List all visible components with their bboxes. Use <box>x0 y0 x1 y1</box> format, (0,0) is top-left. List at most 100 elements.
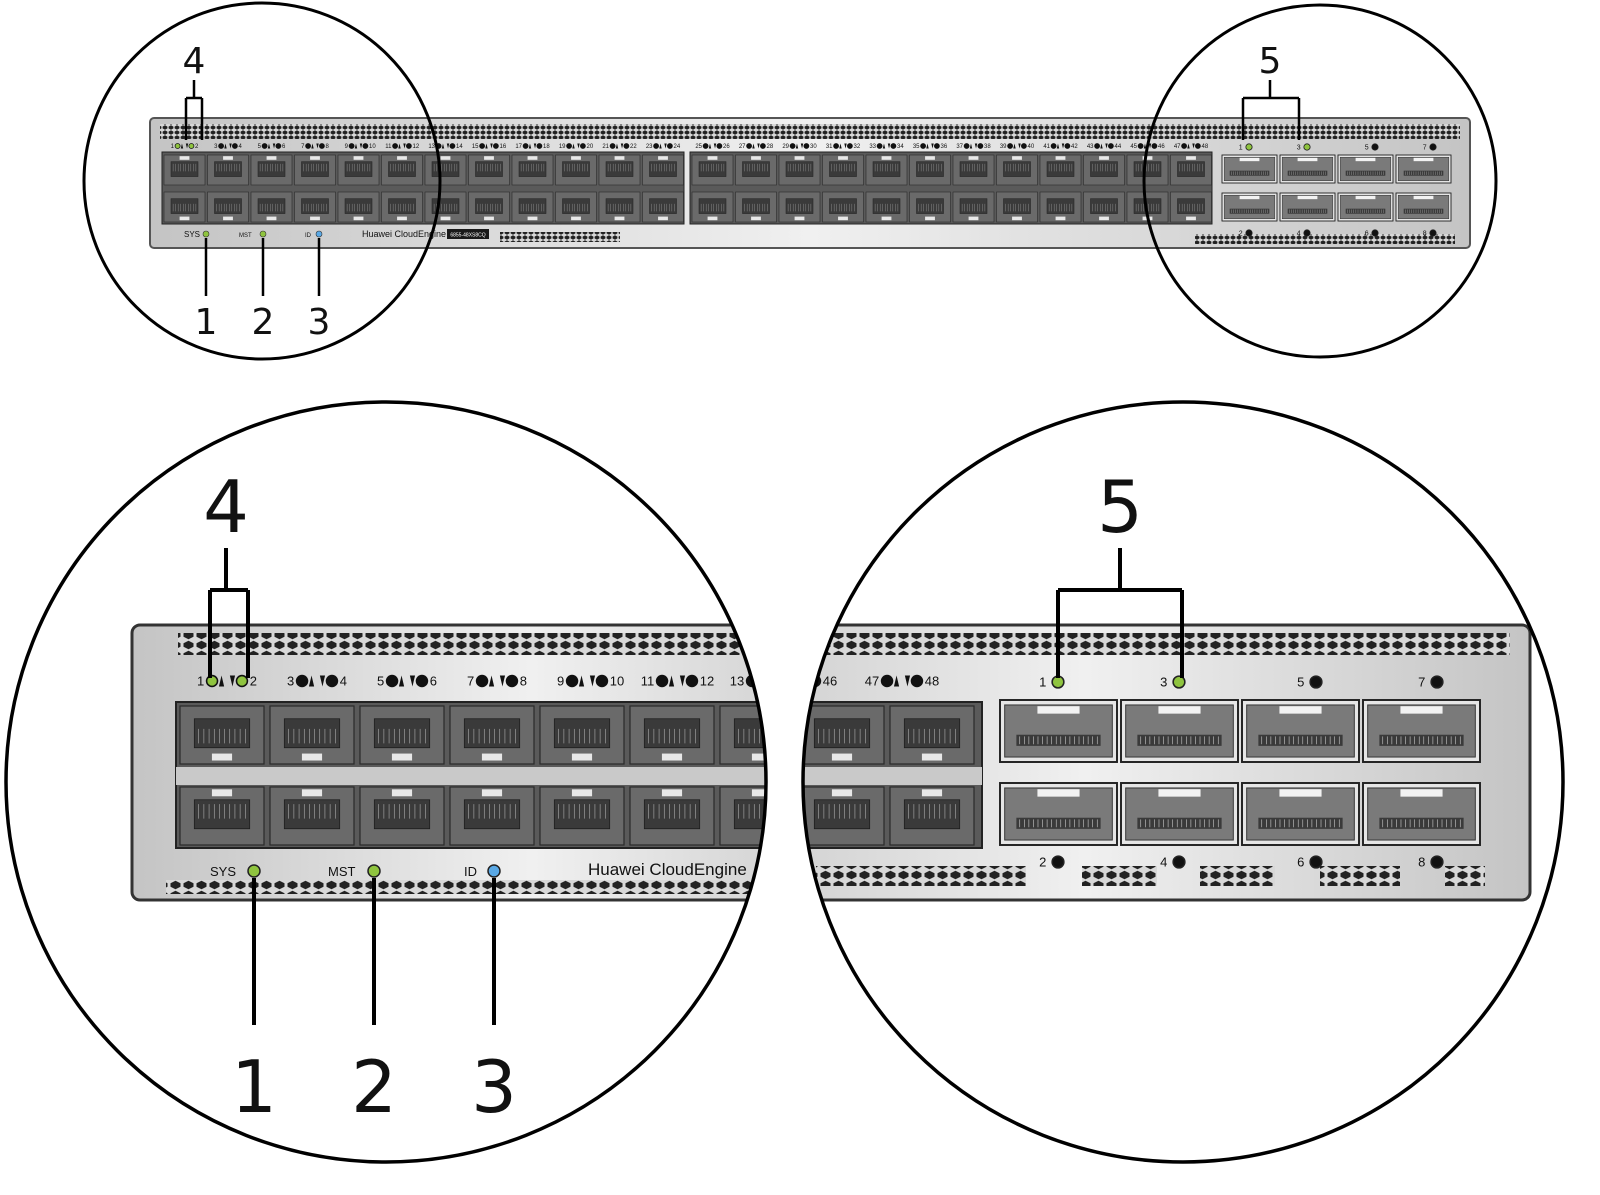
rj45-port <box>269 705 355 765</box>
svg-text:10: 10 <box>610 674 624 689</box>
svg-text:5: 5 <box>1097 465 1143 549</box>
rj45-port <box>424 154 467 186</box>
svg-text:28: 28 <box>767 144 774 150</box>
overview-sys-led <box>202 230 210 238</box>
svg-text:11: 11 <box>641 674 655 689</box>
svg-text:9: 9 <box>557 674 564 689</box>
rj45-port <box>691 191 734 223</box>
svg-text:6: 6 <box>282 144 286 150</box>
zoom-left-rj45-ports <box>179 705 766 846</box>
svg-text:45: 45 <box>1130 144 1137 150</box>
overview-mst-led <box>259 230 267 238</box>
qsfp-led: 8 <box>1423 229 1437 237</box>
rj45-port <box>555 154 597 186</box>
svg-text:17: 17 <box>515 144 522 150</box>
svg-text:36: 36 <box>941 144 948 150</box>
qsfp-led: 3 <box>1160 675 1186 690</box>
zoom-brand-label: Huawei CloudEngine <box>588 860 747 879</box>
zoom-mst-led <box>367 864 381 878</box>
qsfp-port <box>1362 782 1481 846</box>
rj45-port <box>865 191 908 223</box>
qsfp-led: 2 <box>1239 229 1253 237</box>
svg-text:6: 6 <box>1297 855 1304 870</box>
rj45-port <box>691 154 734 186</box>
svg-text:43: 43 <box>1087 144 1094 150</box>
port-led-pair: 9 10 <box>557 674 624 689</box>
rj45-port <box>1083 154 1125 186</box>
svg-text:18: 18 <box>543 144 550 150</box>
overview-callout-3: 3 <box>308 238 331 343</box>
zoom-callout-3: 3 <box>471 878 517 1129</box>
svg-text:15: 15 <box>472 144 479 150</box>
svg-text:33: 33 <box>869 144 876 150</box>
rj45-port <box>803 786 885 846</box>
svg-text:7: 7 <box>1418 675 1425 690</box>
rj45-port <box>359 705 445 765</box>
svg-text:25: 25 <box>695 144 702 150</box>
svg-text:4: 4 <box>183 41 206 82</box>
svg-text:40: 40 <box>1028 144 1035 150</box>
qsfp-port <box>999 782 1118 846</box>
svg-text:11: 11 <box>385 144 392 150</box>
svg-text:7: 7 <box>301 144 305 150</box>
rj45-port <box>996 154 1038 186</box>
svg-text:6: 6 <box>430 674 437 689</box>
rj45-port <box>250 191 293 223</box>
qsfp-led: 4 <box>1297 229 1311 237</box>
zoom-mst-label: MST <box>328 864 356 879</box>
overview-brand-label: Huawei CloudEngine <box>362 229 446 239</box>
svg-text:6: 6 <box>1365 230 1369 237</box>
rj45-port <box>1126 154 1169 186</box>
svg-text:4: 4 <box>203 465 249 549</box>
rj45-port <box>598 191 641 223</box>
rj45-port <box>778 191 821 223</box>
svg-text:29: 29 <box>782 144 789 150</box>
qsfp-led: 5 <box>1297 675 1323 690</box>
svg-text:13: 13 <box>428 144 435 150</box>
rj45-port <box>539 705 625 765</box>
rj45-port <box>909 154 951 186</box>
svg-text:48: 48 <box>1202 144 1209 150</box>
rj45-port <box>269 786 355 846</box>
rj45-port <box>179 786 265 846</box>
overview-sys-label: SYS <box>184 230 200 239</box>
svg-text:14: 14 <box>790 674 804 689</box>
svg-text:3: 3 <box>1160 675 1167 690</box>
rj45-port <box>642 191 684 223</box>
svg-text:3: 3 <box>308 302 331 343</box>
rj45-port <box>629 786 715 846</box>
rj45-port <box>719 786 766 846</box>
svg-text:34: 34 <box>897 144 904 150</box>
qsfp-port <box>1279 192 1336 222</box>
rj45-port <box>250 154 293 186</box>
port-led-pair: 33 34 <box>869 143 904 150</box>
svg-text:1: 1 <box>171 144 175 150</box>
overview-zoom-circle-right <box>1142 3 1498 359</box>
svg-text:1: 1 <box>197 674 204 689</box>
port-led-pair: 45 46 <box>1130 143 1165 150</box>
svg-text:8: 8 <box>520 674 527 689</box>
zoom-sys-led <box>247 864 261 878</box>
zoom-right-rj45-ports <box>803 705 975 846</box>
rj45-port <box>952 191 995 223</box>
zoom-circle-left <box>4 400 768 1164</box>
svg-text:1: 1 <box>231 1045 277 1129</box>
svg-text:46: 46 <box>1158 144 1165 150</box>
rj45-port <box>163 191 206 223</box>
overview-mst-label: MST <box>239 233 252 239</box>
